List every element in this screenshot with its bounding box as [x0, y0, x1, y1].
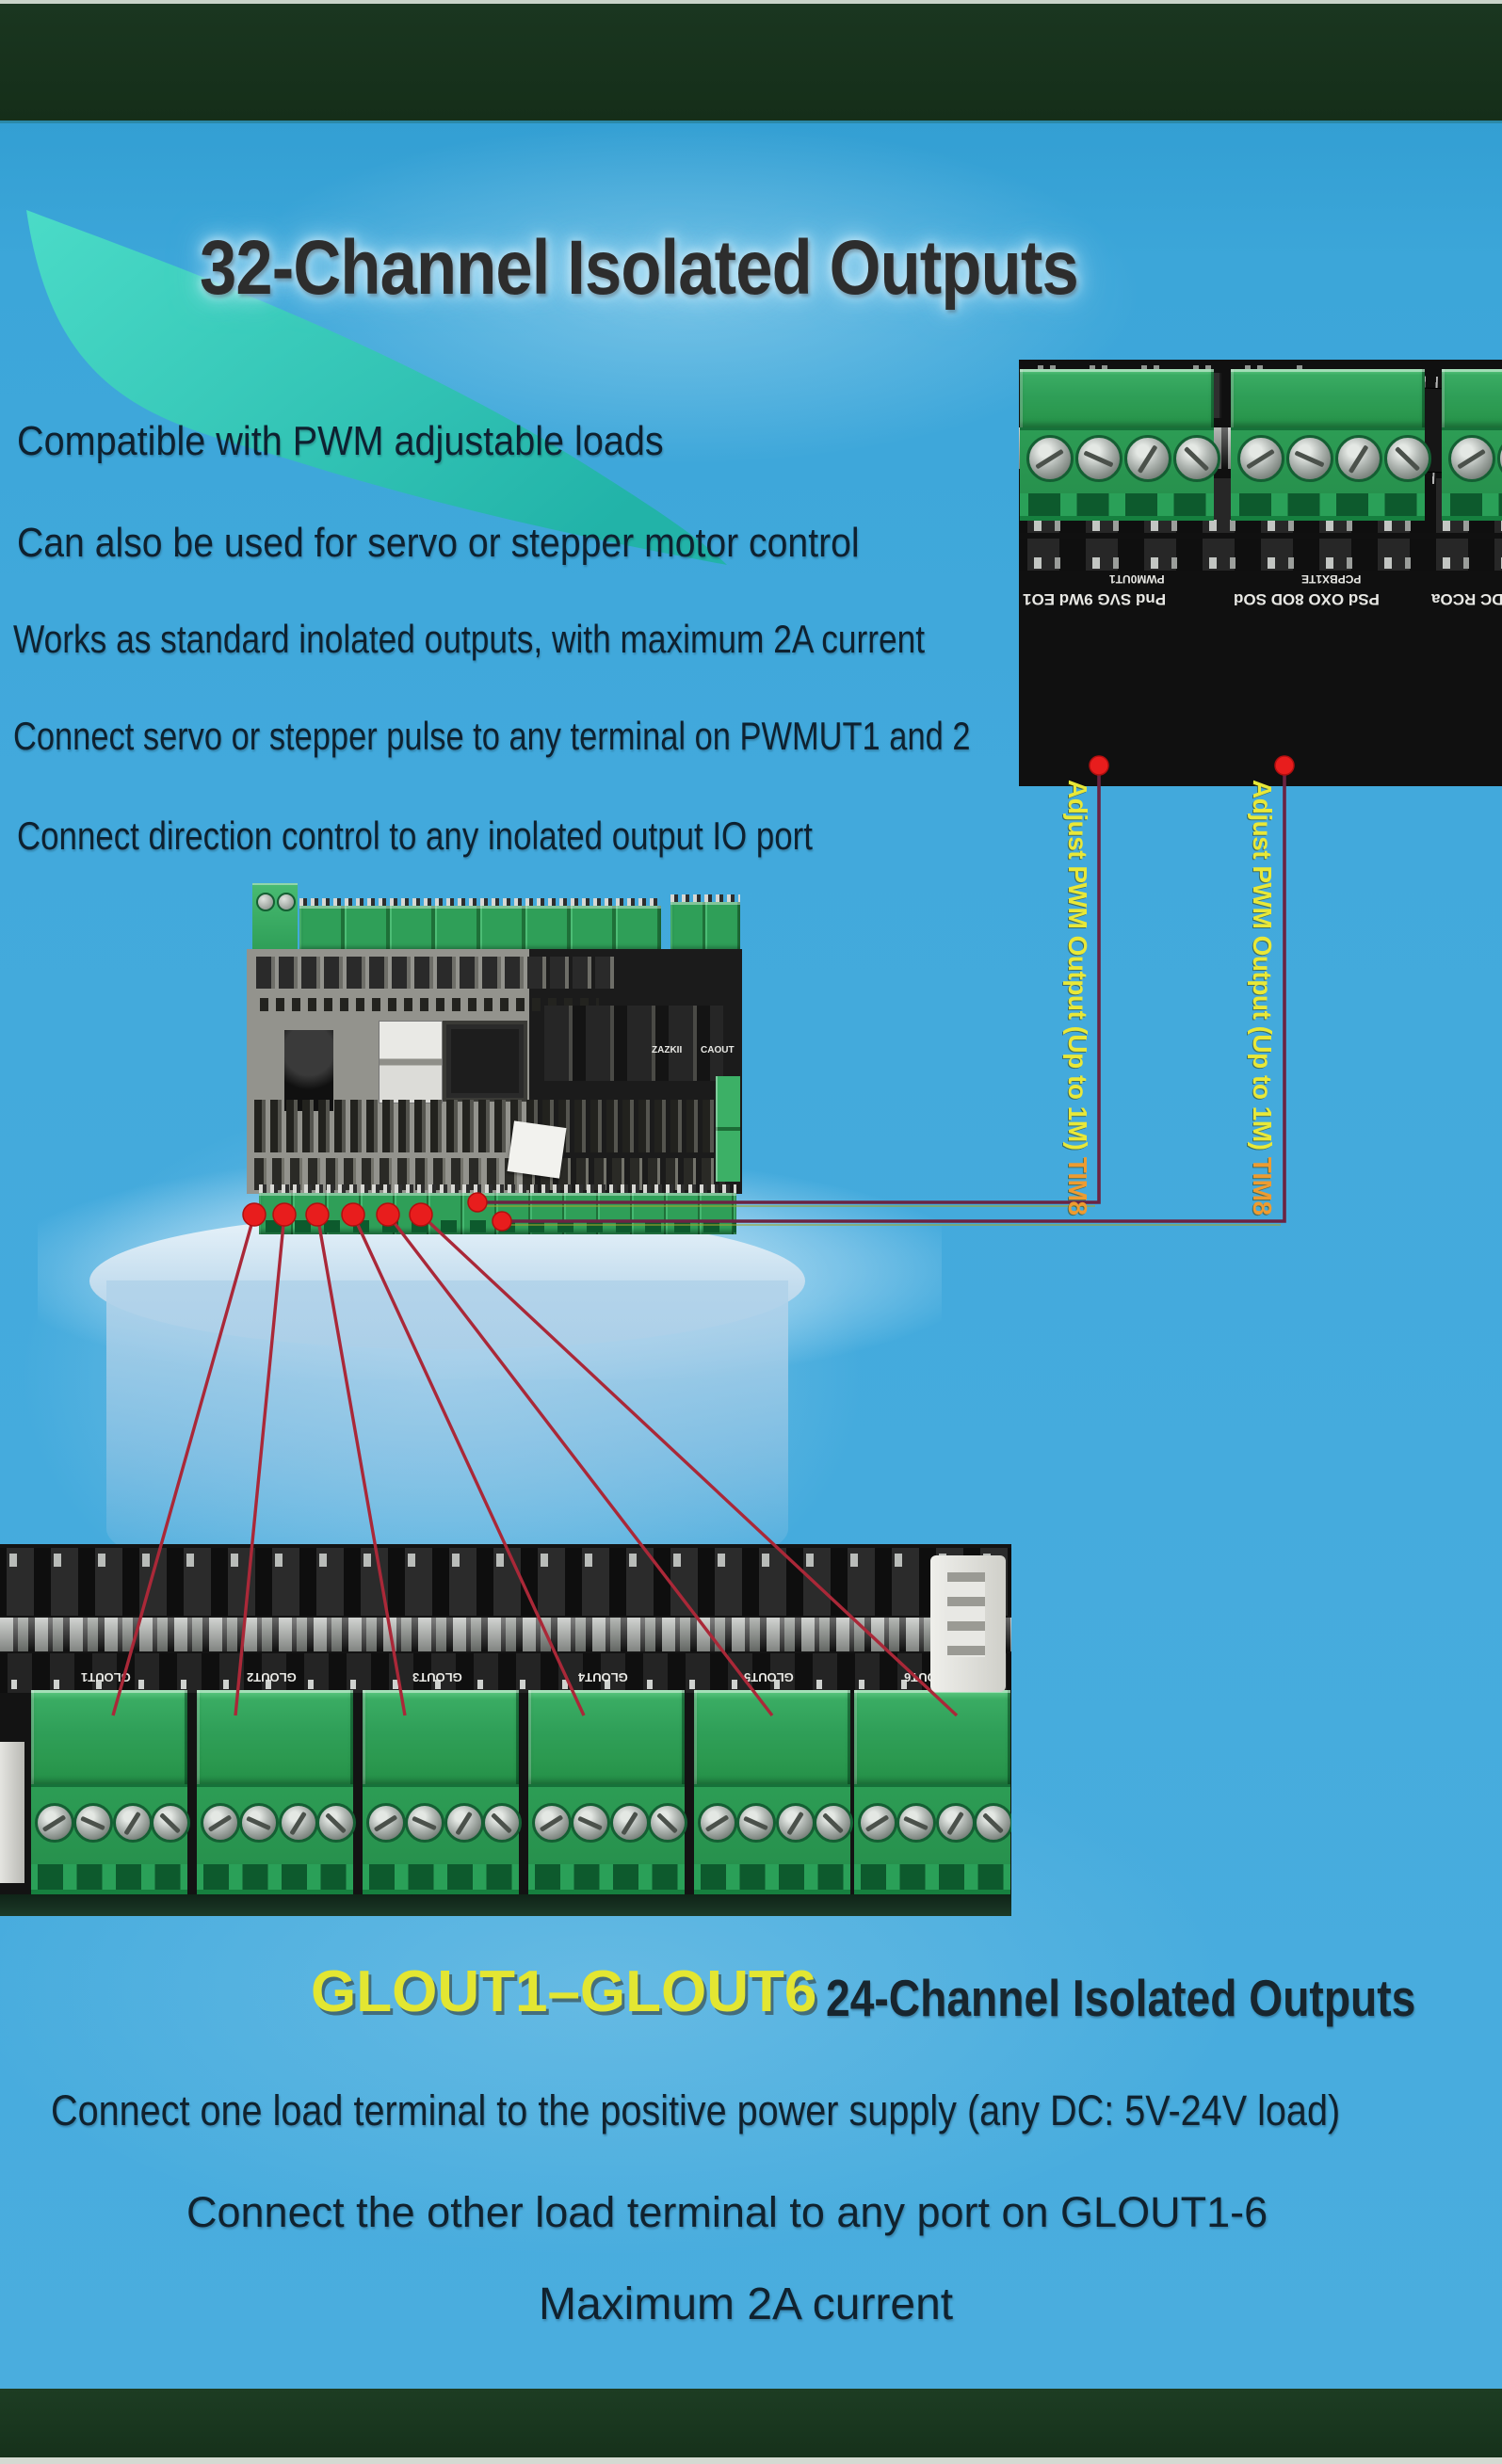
solder-pads-band [0, 1618, 1011, 1651]
transistor-row [0, 1548, 1011, 1616]
silkscreen-label: CAOUT [701, 1045, 735, 1055]
small-component-row [1019, 539, 1502, 571]
top-edge-strip [0, 0, 1502, 4]
terminal-block-pwmut2 [1231, 369, 1431, 521]
silkscreen-label: ZAZKII [652, 1045, 683, 1055]
plc-controller-photo: ZAZKII CAOUT [247, 883, 742, 1234]
glout-board-photo: GLOUT1 GLOUT2 GLOUT3 GLOUT4 GLOUT5 GLOUT… [0, 1544, 1011, 1916]
fan-lines [111, 1213, 959, 1717]
terminal-block-glout6 [854, 1690, 1011, 1894]
pwm-annotation-text: Adjust PWM Output (Up to 1M) [1063, 780, 1092, 1157]
mounting-bracket [0, 1742, 24, 1883]
pwm-annotation-2: Adjust PWM Output (Up to 1M) TIM8 [1247, 780, 1277, 1216]
terminal-block-glout2 [197, 1690, 356, 1894]
controller-pcb: ZAZKII CAOUT [247, 949, 742, 1194]
capacitors [284, 1030, 333, 1111]
feature-line-5: Connect direction control to any inolate… [17, 813, 813, 858]
pwm-terminal-row [1019, 360, 1502, 530]
pwm-annotation-1: Adjust PWM Output (Up to 1M) TIM8 [1062, 780, 1092, 1216]
terminal-block-glout4 [528, 1690, 687, 1894]
pwm-annotation-timer: TIM8 [1063, 1156, 1092, 1216]
feature-line-1: Compatible with PWM adjustable loads [17, 418, 664, 464]
power-terminal [252, 883, 298, 949]
optocoupler-row [0, 1653, 1011, 1693]
board-shadow [0, 1894, 1011, 1916]
feature-line-2: Can also be used for servo or stepper mo… [17, 520, 860, 566]
via-row [260, 998, 599, 1011]
pwm-annotation-timer: TIM8 [1248, 1156, 1277, 1216]
pwm-link-lines [477, 767, 1286, 1223]
swoosh-decoration-icon [26, 210, 727, 565]
mcu-chip [446, 1024, 524, 1098]
side-green-connector [716, 1076, 740, 1182]
bottom-line-3: Maximum 2A current [539, 2279, 954, 2329]
pwm-annotation-text: Adjust PWM Output (Up to 1M) [1248, 780, 1277, 1157]
terminal-block-partial [1442, 369, 1502, 521]
bottom-line-2: Connect the other load terminal to any p… [186, 2188, 1268, 2236]
top-terminal-strip [299, 898, 661, 951]
ic-cluster [544, 1006, 723, 1081]
feature-line-3: Works as standard inolated outputs, with… [13, 617, 926, 661]
glout-terminal-row [0, 1690, 1011, 1894]
component-row [256, 957, 614, 989]
top-green-bar [0, 4, 1502, 121]
feature-line-4: Connect servo or stepper pulse to any te… [13, 714, 971, 758]
pwm-output-board-photo: Pnd SVG 9Wd EO1 PWM0UT1 PSd OXO 8OD SOd … [1019, 360, 1502, 786]
bottom-line-1: Connect one load terminal to the positiv… [51, 2086, 1341, 2134]
terminal-block-glout5 [694, 1690, 853, 1894]
terminal-block-pwmut1 [1020, 369, 1220, 521]
bottom-subtitle: 24-Channel Isolated Outputs [826, 1969, 1416, 2027]
page-title: 32-Channel Isolated Outputs [200, 225, 1079, 311]
output-driver-row [254, 1100, 725, 1152]
glout-range-label: GLOUT1–GLOUT6 [311, 1959, 817, 2024]
terminal-block-glout3 [363, 1690, 522, 1894]
top-terminal-strip-right [670, 894, 740, 951]
bottom-edge-strip [0, 2457, 1502, 2464]
white-wire-connector [930, 1555, 1006, 1692]
pwm-link-highlight [485, 1205, 1281, 1226]
footer-green-bar [0, 2389, 1502, 2457]
connection-dots [242, 755, 1295, 1232]
terminal-block-glout1 [31, 1690, 190, 1894]
